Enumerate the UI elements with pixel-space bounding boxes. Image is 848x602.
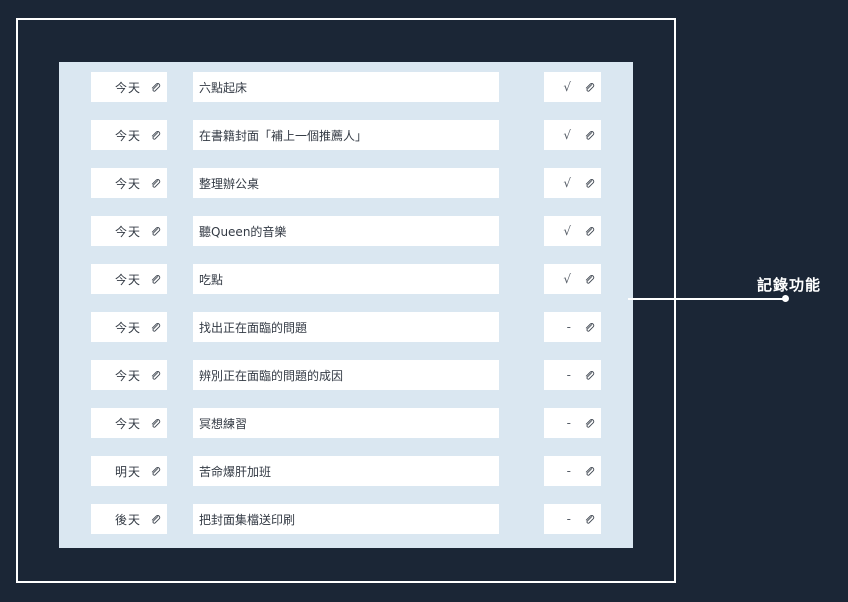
callout-dot [782, 295, 789, 302]
task-field[interactable]: 聽Queen的音樂 [193, 216, 499, 246]
paperclip-icon[interactable] [585, 466, 595, 476]
status-cell[interactable]: √ [544, 216, 601, 246]
status-mark: √ [563, 272, 571, 286]
callout-connector-line [628, 298, 786, 300]
task-text: 冥想練習 [199, 416, 248, 431]
day-label: 明天 [114, 464, 141, 479]
task-field[interactable]: 在書籍封面「補上一個推薦人」 [193, 120, 499, 150]
task-text: 苦命爆肝加班 [199, 464, 272, 479]
status-cell[interactable]: - [544, 456, 601, 486]
task-field[interactable]: 吃點 [193, 264, 499, 294]
todo-row: 明天 苦命爆肝加班 - [59, 456, 633, 486]
paperclip-icon[interactable] [151, 322, 161, 332]
todo-row: 今天 冥想練習 - [59, 408, 633, 438]
todo-list-panel: 今天六點起床√今天在書籍封面「補上一個推薦人」√今天整理辦公桌√今天聽Queen… [59, 62, 633, 548]
task-text: 聽Queen的音樂 [199, 224, 287, 239]
day-cell[interactable]: 今天 [91, 72, 167, 102]
day-cell[interactable]: 今天 [91, 120, 167, 150]
task-field[interactable]: 苦命爆肝加班 [193, 456, 499, 486]
task-text: 六點起床 [199, 80, 248, 95]
paperclip-icon[interactable] [585, 226, 595, 236]
paperclip-icon[interactable] [585, 178, 595, 188]
day-cell[interactable]: 今天 [91, 360, 167, 390]
status-cell[interactable]: - [544, 312, 601, 342]
todo-row: 今天 吃點 √ [59, 264, 633, 294]
day-label: 今天 [114, 320, 141, 335]
task-text: 把封面集檔送印刷 [199, 512, 296, 527]
status-mark: - [566, 512, 571, 526]
day-label: 今天 [114, 176, 141, 191]
day-cell[interactable]: 今天 [91, 408, 167, 438]
status-mark: √ [563, 224, 571, 238]
day-cell[interactable]: 今天 [91, 168, 167, 198]
paperclip-icon[interactable] [151, 418, 161, 428]
day-label: 今天 [114, 416, 141, 431]
status-mark: - [566, 416, 571, 430]
task-text: 吃點 [199, 272, 224, 287]
status-cell[interactable]: √ [544, 264, 601, 294]
status-mark: - [566, 368, 571, 382]
day-label: 今天 [114, 128, 141, 143]
task-field[interactable]: 找出正在面臨的問題 [193, 312, 499, 342]
task-field[interactable]: 辨別正在面臨的問題的成因 [193, 360, 499, 390]
todo-row: 今天 在書籍封面「補上一個推薦人」 √ [59, 120, 633, 150]
day-cell[interactable]: 明天 [91, 456, 167, 486]
status-cell[interactable]: √ [544, 72, 601, 102]
paperclip-icon[interactable] [151, 226, 161, 236]
paperclip-icon[interactable] [585, 370, 595, 380]
day-label: 今天 [114, 80, 141, 95]
paperclip-icon[interactable] [151, 82, 161, 92]
todo-row: 今天 辨別正在面臨的問題的成因 - [59, 360, 633, 390]
paperclip-icon[interactable] [151, 514, 161, 524]
paperclip-icon[interactable] [151, 130, 161, 140]
paperclip-icon[interactable] [585, 274, 595, 284]
task-text: 找出正在面臨的問題 [199, 320, 308, 335]
task-text: 辨別正在面臨的問題的成因 [199, 368, 344, 383]
status-cell[interactable]: - [544, 504, 601, 534]
day-cell[interactable]: 今天 [91, 312, 167, 342]
paperclip-icon[interactable] [151, 370, 161, 380]
task-field[interactable]: 六點起床 [193, 72, 499, 102]
day-label: 今天 [114, 368, 141, 383]
status-mark: √ [563, 128, 571, 142]
paperclip-icon[interactable] [151, 178, 161, 188]
day-label: 今天 [114, 224, 141, 239]
day-label: 後天 [114, 512, 141, 527]
paperclip-icon[interactable] [585, 82, 595, 92]
todo-row: 今天 六點起床 √ [59, 72, 633, 102]
task-text: 在書籍封面「補上一個推薦人」 [199, 128, 368, 143]
status-mark: - [566, 320, 571, 334]
status-mark: √ [563, 176, 571, 190]
status-cell[interactable]: - [544, 360, 601, 390]
task-text: 整理辦公桌 [199, 176, 260, 191]
task-field[interactable]: 冥想練習 [193, 408, 499, 438]
todo-row: 今天 聽Queen的音樂 √ [59, 216, 633, 246]
day-cell[interactable]: 今天 [91, 264, 167, 294]
day-cell[interactable]: 今天 [91, 216, 167, 246]
day-label: 今天 [114, 272, 141, 287]
status-cell[interactable]: - [544, 408, 601, 438]
status-cell[interactable]: √ [544, 120, 601, 150]
day-cell[interactable]: 後天 [91, 504, 167, 534]
task-field[interactable]: 把封面集檔送印刷 [193, 504, 499, 534]
paperclip-icon[interactable] [151, 274, 161, 284]
paperclip-icon[interactable] [585, 418, 595, 428]
status-mark: √ [563, 80, 571, 94]
task-field[interactable]: 整理辦公桌 [193, 168, 499, 198]
todo-row: 後天 把封面集檔送印刷 - [59, 504, 633, 534]
status-mark: - [566, 464, 571, 478]
paperclip-icon[interactable] [151, 466, 161, 476]
callout-label: 記錄功能 [757, 276, 822, 294]
todo-row: 今天 整理辦公桌 √ [59, 168, 633, 198]
outer-frame [16, 18, 676, 583]
todo-row: 今天 找出正在面臨的問題 - [59, 312, 633, 342]
paperclip-icon[interactable] [585, 514, 595, 524]
paperclip-icon[interactable] [585, 322, 595, 332]
paperclip-icon[interactable] [585, 130, 595, 140]
status-cell[interactable]: √ [544, 168, 601, 198]
